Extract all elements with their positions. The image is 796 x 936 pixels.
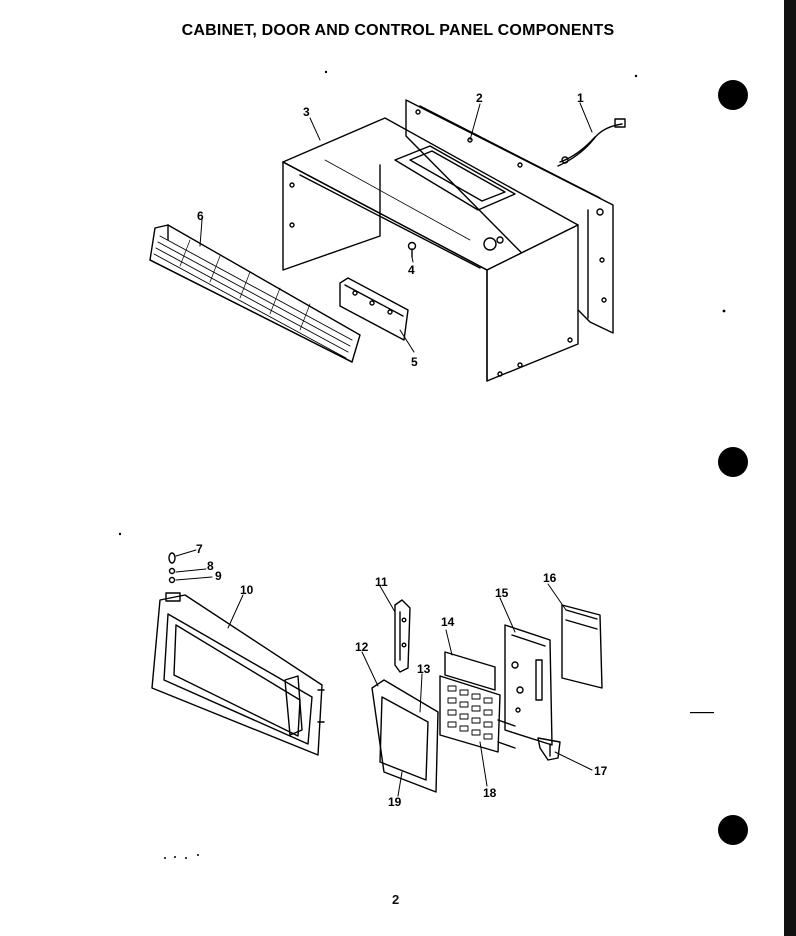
callout-5: 5 <box>411 355 418 369</box>
callout-16: 16 <box>543 571 557 585</box>
part-door-hardware <box>168 552 176 584</box>
part-mounting-plate <box>339 277 409 341</box>
part-outer-cabinet <box>282 117 579 382</box>
callout-10: 10 <box>240 583 254 597</box>
callout-11: 11 <box>375 575 388 589</box>
callout-8: 8 <box>207 559 214 573</box>
binding-edge <box>784 0 796 936</box>
scan-specks <box>118 70 726 859</box>
part-control-board <box>504 624 553 746</box>
binder-hole-bottom <box>718 815 748 845</box>
callout-labels: 1 2 3 4 5 6 7 8 9 10 11 12 13 14 15 16 1… <box>196 91 608 809</box>
callout-14: 14 <box>441 615 455 629</box>
part-front-grille <box>149 224 361 363</box>
callout-18: 18 <box>483 786 497 800</box>
callout-1: 1 <box>577 91 584 105</box>
page-title: CABINET, DOOR AND CONTROL PANEL COMPONEN… <box>181 22 615 39</box>
callout-7: 7 <box>196 542 203 556</box>
callout-3: 3 <box>303 105 310 119</box>
callout-6: 6 <box>197 209 204 223</box>
part-label-strip <box>444 651 496 691</box>
callout-12: 12 <box>355 640 369 654</box>
leader-lines <box>175 102 593 797</box>
part-cover-plate <box>561 604 603 689</box>
callout-4: 4 <box>408 263 415 277</box>
part-control-frame <box>371 679 439 793</box>
part-power-cord <box>557 118 626 167</box>
callout-9: 9 <box>215 569 222 583</box>
callout-19: 19 <box>388 795 402 809</box>
part-door-assembly <box>151 592 325 756</box>
binder-hole-top <box>718 80 748 110</box>
part-screw <box>407 241 417 258</box>
page-number: 2 <box>392 892 400 907</box>
callout-13: 13 <box>417 662 431 676</box>
part-hinge-bracket <box>394 599 411 673</box>
part-touch-keypad <box>439 675 516 753</box>
binder-hole-middle <box>718 447 748 477</box>
callout-2: 2 <box>476 91 483 105</box>
part-mounting-clip <box>537 737 561 761</box>
callout-17: 17 <box>594 764 608 778</box>
callout-15: 15 <box>495 586 509 600</box>
